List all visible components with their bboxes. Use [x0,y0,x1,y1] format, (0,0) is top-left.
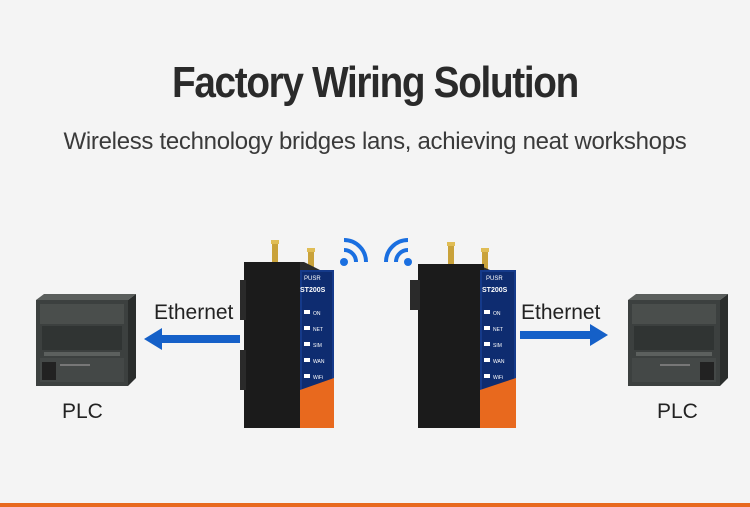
router-left-model: ST200S [300,287,326,294]
ethernet-right-label: Ethernet [521,301,601,324]
router-left-image [240,240,334,428]
page-title: Factory Wiring Solution [172,58,579,107]
plc-left-image [36,294,136,386]
wifi-waves-left-icon [340,238,368,266]
page-subtitle: Wireless technology bridges lans, achiev… [63,128,687,155]
bottom-accent-bar [0,503,750,507]
router-right-model: ST200S [482,287,508,294]
arrow-right-icon [520,324,608,346]
router-left-indicator-on: ON [313,311,321,317]
router-left-brand: PUSR [304,276,321,282]
arrow-left-icon [144,328,240,350]
router-left-indicator-wifi: WiFi [313,375,323,381]
router-left-indicator-wan: WAN [313,359,325,365]
router-left-indicator-net: NET [313,327,323,333]
plc-left-label: PLC [62,400,103,423]
router-right-indicator-wifi: WiFi [493,375,503,381]
router-right-image [410,242,516,428]
router-right-indicator-sim: SIM [493,343,502,349]
router-right-indicator-net: NET [493,327,503,333]
router-right-indicator-on: ON [493,311,501,317]
wifi-waves-right-icon [384,238,412,266]
router-right-brand: PUSR [486,276,503,282]
router-left-indicator-sim: SIM [313,343,322,349]
plc-right-image [628,294,728,386]
ethernet-left-label: Ethernet [154,301,234,324]
plc-right-label: PLC [657,400,698,423]
router-right-indicator-wan: WAN [493,359,505,365]
